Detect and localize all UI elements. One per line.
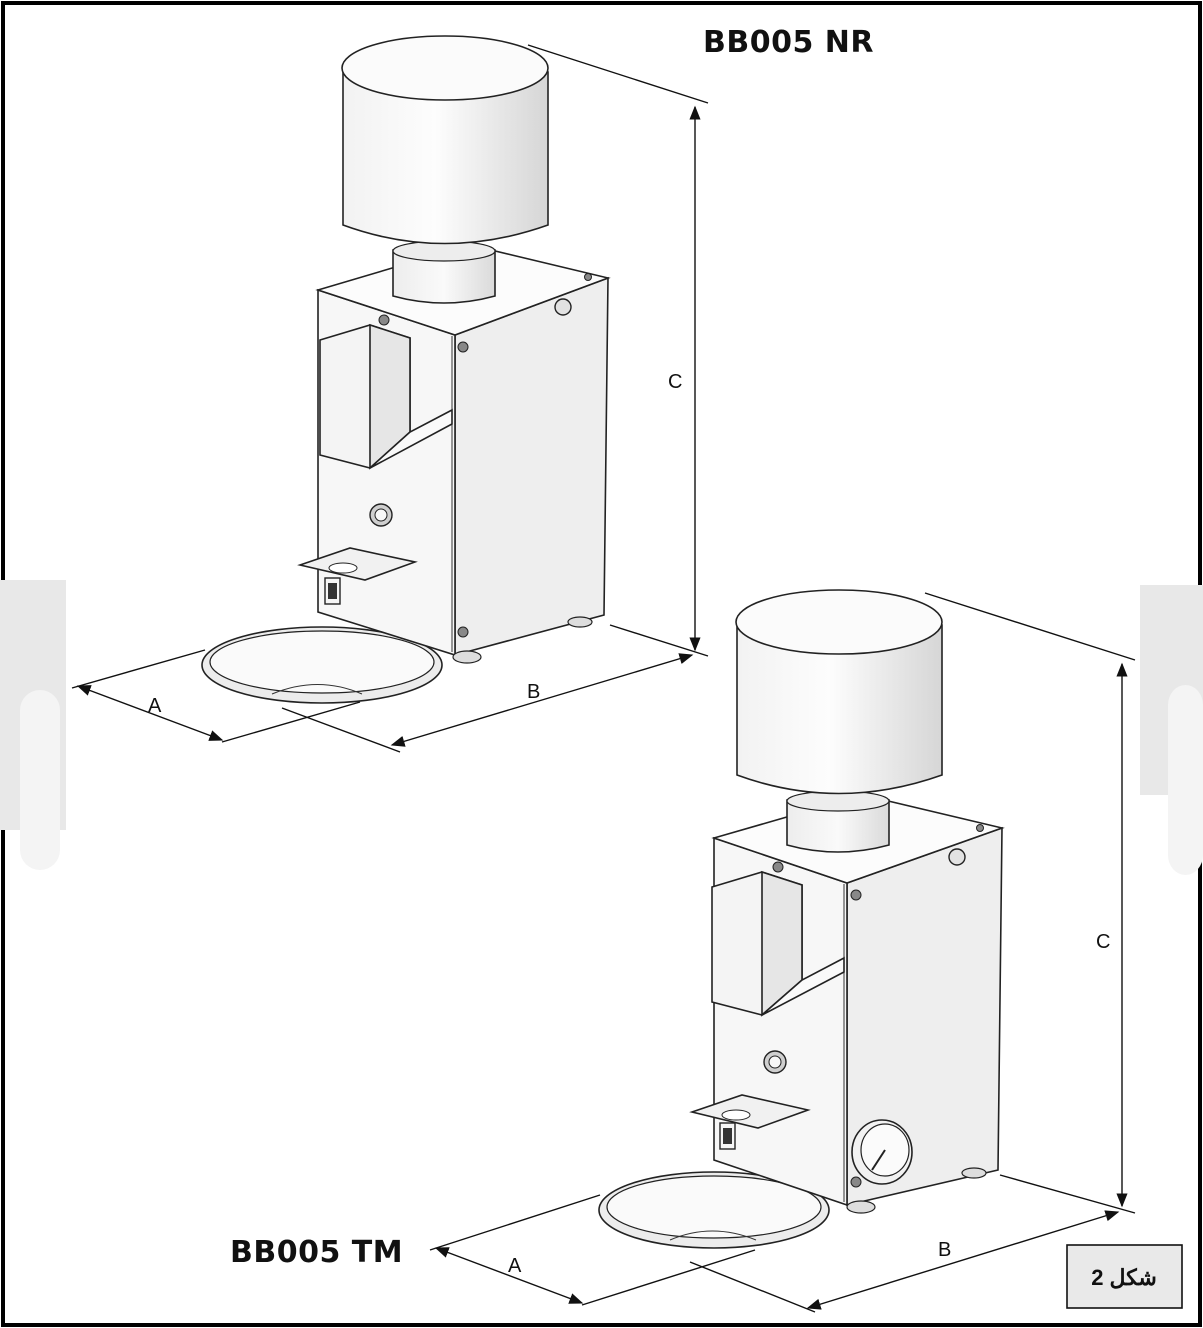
- dimension-label-c-bottom: C: [1096, 931, 1110, 953]
- figure-label: شكل 2: [1091, 1265, 1157, 1290]
- dimension-label-a-top: A: [148, 695, 162, 717]
- model-label-top: BB005 NR: [703, 25, 874, 60]
- timer-dial: [851, 1119, 913, 1185]
- grinder-bb005-tm: [598, 589, 1005, 1249]
- dosing-tray: [598, 1171, 830, 1249]
- background-watermark: [0, 580, 1203, 875]
- doser-chute: [711, 870, 845, 1017]
- dosing-tray: [201, 626, 443, 704]
- dimension-label-c-top: C: [668, 371, 682, 393]
- dimension-label-a-bottom: A: [508, 1255, 522, 1277]
- dimension-label-b-bottom: B: [938, 1239, 951, 1261]
- figure-label-box: شكل 2: [1066, 1244, 1183, 1309]
- bean-hopper: [735, 589, 943, 795]
- dimension-lines: [71, 44, 1136, 1313]
- bean-hopper: [341, 35, 549, 245]
- grinder-bb005-nr: [201, 35, 611, 704]
- dimension-label-b-top: B: [527, 681, 540, 703]
- model-label-bottom: BB005 TM: [230, 1235, 403, 1270]
- doser-chute: [319, 323, 453, 470]
